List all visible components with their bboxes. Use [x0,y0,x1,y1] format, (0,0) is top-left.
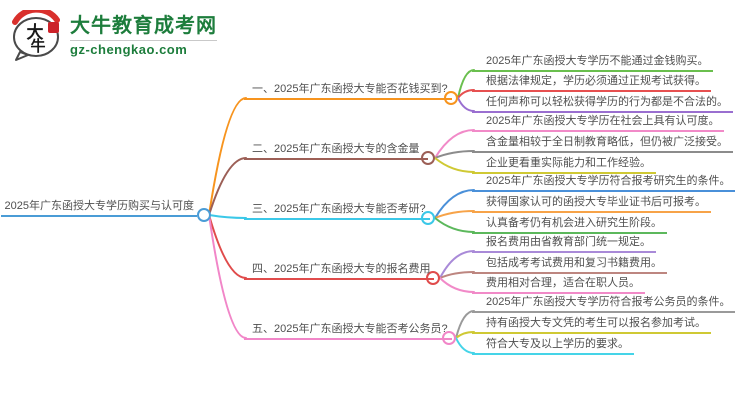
leaf-node-5-3[interactable]: 符合大专及以上学历的要求。 [472,337,634,355]
site-logo[interactable]: 大 牛 大牛教育成考网 gz-chengkao.com [10,10,217,62]
connector-central-branch-4 [208,214,247,279]
branch-node-2[interactable]: 二、2025年广东函授大专的含金量 [244,142,428,160]
connector-branch1-leaf3 [457,97,475,112]
connector-central-branch-2 [208,157,247,216]
leaf-node-4-2[interactable]: 包括成考考试费用和复习书籍费用。 [472,256,667,274]
connector-branch2-leaf3 [434,157,475,173]
leaf-node-3-1[interactable]: 2025年广东函授大专学历符合报考研究生的条件。 [472,174,736,192]
leaf-node-5-2[interactable]: 持有函授大专文凭的考生可以报名参加考试。 [472,316,711,334]
leaf-node-2-2[interactable]: 含金量相较于全日制教育略低，但仍被广泛接受。 [472,135,733,153]
branch-node-4[interactable]: 四、2025年广东函授大专的报名费用 [244,262,435,280]
branch-node-3[interactable]: 三、2025年广东函授大专能否考研? [244,202,430,220]
leaf-node-1-3[interactable]: 任何声称可以轻松获得学历的行为都是不合法的。 [472,95,733,113]
site-url: gz-chengkao.com [70,40,217,58]
branch-node-5[interactable]: 五、2025年广东函授大专能否考公务员? [244,322,452,340]
branch-node-1[interactable]: 一、2025年广东函授大专能否花钱买到? [244,82,452,100]
leaf-node-3-3[interactable]: 认真备考仍有机会进入研究生阶段。 [472,216,667,234]
logo-char-niu: 牛 [30,37,45,55]
connector-central-branch-1 [208,97,247,216]
leaf-node-2-1[interactable]: 2025年广东函授大专学历在社会上具有认可度。 [472,114,725,132]
connector-branch3-leaf3 [434,217,475,233]
connector-central-branch-5 [208,214,247,339]
connector-branch3-leaf2 [434,210,475,219]
leaf-node-2-3[interactable]: 企业更看重实际能力和工作经验。 [472,156,656,174]
leaf-node-1-2[interactable]: 根据法律规定，学历必须通过正规考试获得。 [472,74,711,92]
central-node[interactable]: 2025年广东函授大专学历购买与认可度 [0,199,197,217]
connector-branch5-leaf3 [455,337,475,354]
connector-central-branch-3 [208,214,247,219]
site-logo-icon: 大 牛 [12,10,60,61]
leaf-node-1-1[interactable]: 2025年广东函授大专学历不能通过金钱购买。 [472,54,714,72]
central-node-circle[interactable] [197,208,211,222]
logo-seal [48,22,59,33]
connector-branch2-leaf2 [434,150,475,159]
connector-branch4-leaf1 [439,250,475,279]
leaf-node-5-1[interactable]: 2025年广东函授大专学历符合报考公务员的条件。 [472,295,736,313]
logo-char-da: 大 [27,22,44,42]
connector-branch3-leaf1 [434,189,475,219]
connector-branch2-leaf1 [434,129,475,159]
connector-branch4-leaf3 [439,277,475,293]
leaf-node-4-1[interactable]: 报名费用由省教育部门统一规定。 [472,235,656,253]
leaf-node-3-2[interactable]: 获得国家认可的函授大专毕业证书后可报考。 [472,195,711,213]
site-name: 大牛教育成考网 [70,15,217,37]
connector-branch4-leaf2 [439,271,475,279]
leaf-node-4-3[interactable]: 费用相对合理，适合在职人员。 [472,276,645,294]
